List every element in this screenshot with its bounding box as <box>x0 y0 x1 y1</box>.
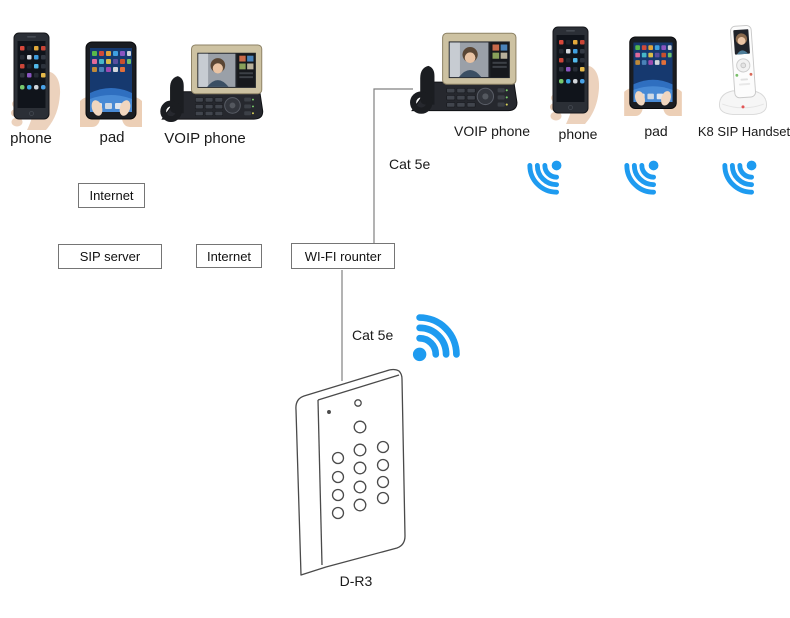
voip-phone-illustration <box>410 32 518 114</box>
internet-mid-box: Internet <box>196 244 262 268</box>
phone-label: phone <box>10 130 52 147</box>
wifi-icon <box>527 160 562 195</box>
voip-phone-label: VOIP phone <box>453 123 531 139</box>
phone-label: phone <box>558 126 598 142</box>
voip-keypad <box>195 97 224 116</box>
pad-illustration <box>624 36 682 116</box>
wifi-router-box: WI-FI rounter <box>291 243 395 269</box>
pad-label: pad <box>99 129 125 146</box>
internet-top-box: Internet <box>78 183 145 208</box>
pad-label: pad <box>644 123 668 139</box>
cat5e-label-bottom: Cat 5e <box>352 327 394 343</box>
cat5e-label-top: Cat 5e <box>389 156 431 172</box>
k8-handset-body <box>730 25 756 99</box>
dr3-keypad-illustration <box>295 368 406 576</box>
wifi-icon <box>722 160 757 195</box>
voip-phone-label: VOIP phone <box>164 130 246 147</box>
phone-app-icons <box>20 46 46 90</box>
dr3-label: D-R3 <box>339 573 373 589</box>
sip-server-box: SIP server <box>58 244 162 269</box>
wifi-icon <box>412 314 460 362</box>
k8-handset-illustration <box>718 25 768 115</box>
pad-illustration <box>80 41 142 127</box>
wifi-icon <box>624 160 659 195</box>
pad-app-icons <box>92 51 131 72</box>
k8-sip-handset-label: K8 SIP Handset <box>697 124 790 139</box>
phone-illustration <box>550 26 600 124</box>
voip-phone-illustration <box>160 44 264 123</box>
phone-illustration <box>11 32 61 130</box>
